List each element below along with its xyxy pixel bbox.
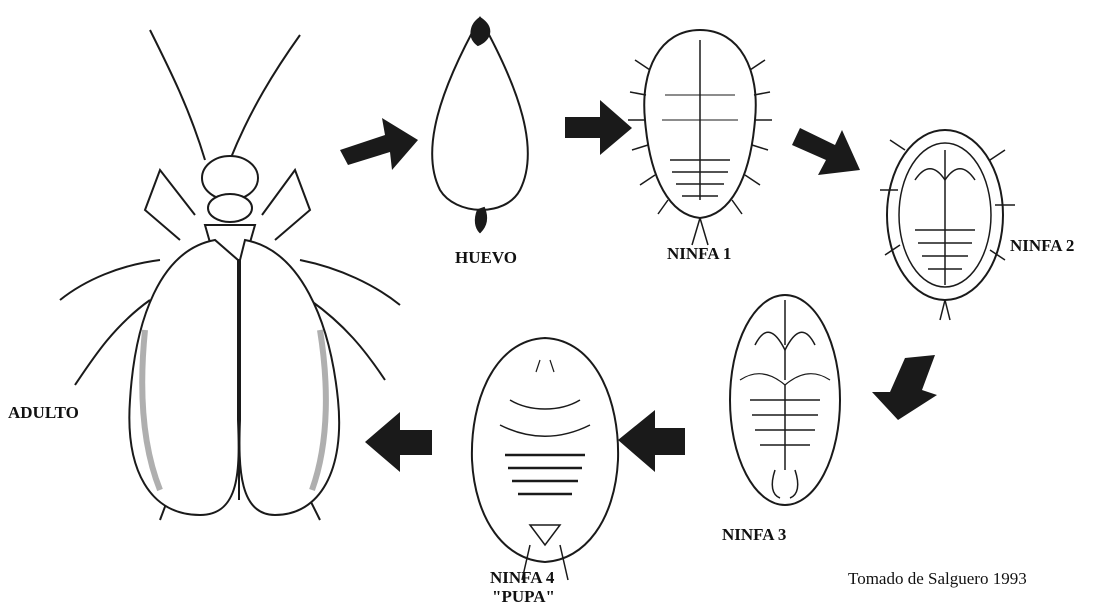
arrow-adult-to-egg <box>340 118 418 170</box>
nymph1-illustration <box>628 30 772 245</box>
arrow-nymph2-to-nymph3 <box>872 355 937 420</box>
arrow-nymph1-to-nymph2 <box>792 128 860 175</box>
stage-label-adulto: ADULTO <box>8 403 79 423</box>
stage-label-huevo: HUEVO <box>455 248 517 268</box>
stage-label-ninfa4: NINFA 4 <box>490 568 554 588</box>
stage-sublabel-pupa: "PUPA" <box>492 587 555 607</box>
nymph2-illustration <box>880 130 1015 320</box>
arrow-egg-to-nymph1 <box>565 100 632 155</box>
stage-label-ninfa1: NINFA 1 <box>667 244 731 264</box>
nymph3-illustration <box>730 295 840 505</box>
adult-insect-illustration <box>60 30 400 520</box>
arrow-nymph4-to-adult <box>365 412 432 472</box>
stage-label-ninfa3: NINFA 3 <box>722 525 786 545</box>
egg-illustration <box>432 18 528 232</box>
nymph4-illustration <box>472 338 618 580</box>
source-credit: Tomado de Salguero 1993 <box>848 569 1027 589</box>
stage-label-ninfa2: NINFA 2 <box>1010 236 1074 256</box>
arrow-nymph3-to-nymph4 <box>618 410 685 472</box>
